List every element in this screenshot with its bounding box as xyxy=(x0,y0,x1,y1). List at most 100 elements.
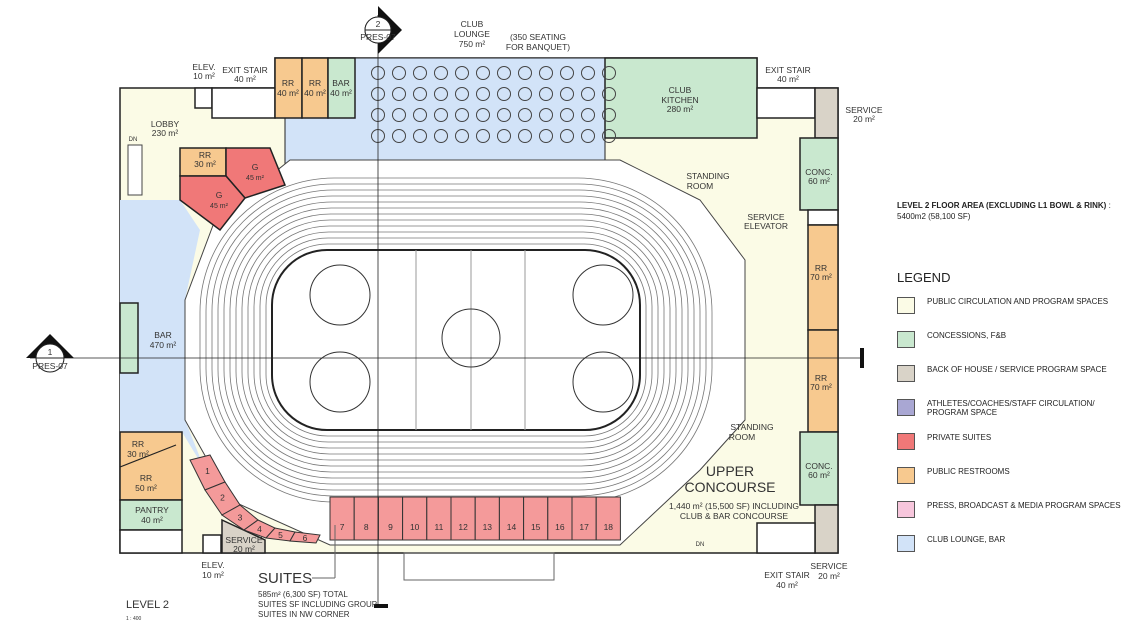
seat-row xyxy=(241,219,671,461)
room-label-upper-area: 1,440 m² (15,500 SF) INCLUDING xyxy=(669,501,799,511)
suite-17 xyxy=(571,496,597,541)
room-label-conc-ne: CONC. xyxy=(805,167,832,177)
room-label-banquet: (350 SEATING xyxy=(510,32,566,42)
room-label-rr50: RR xyxy=(140,473,152,483)
lounge-table xyxy=(413,66,427,80)
legend-item: BACK OF HOUSE / SERVICE PROGRAM SPACE xyxy=(897,365,1127,399)
room-label-elev-nw: ELEV. xyxy=(192,62,215,72)
suite-11 xyxy=(426,496,452,541)
room-label-club-kitchen-area: 280 m² xyxy=(667,104,694,114)
legend-swatch xyxy=(897,297,915,314)
room-label-elev-nw-area: 10 m² xyxy=(193,71,215,81)
suite-number: 7 xyxy=(340,522,345,532)
suite-number: 3 xyxy=(238,513,243,523)
room-label-elev-sw-area: 10 m² xyxy=(202,570,224,580)
service-se xyxy=(814,504,839,554)
lounge-table xyxy=(476,108,490,122)
suite-number: 9 xyxy=(388,522,393,532)
lounge-table xyxy=(560,66,574,80)
section-number: 2 xyxy=(376,19,381,29)
room-label-exit-stair-se-area: 40 m² xyxy=(776,580,798,590)
room-label-upper2: CONCOURSE xyxy=(684,479,775,495)
club-kitchen xyxy=(604,57,758,139)
suite-number: 11 xyxy=(434,522,443,532)
seating-rows xyxy=(199,177,713,503)
section-number: 1 xyxy=(48,347,53,357)
suite-number: 13 xyxy=(483,522,493,532)
room-label-pantry-area: 40 m² xyxy=(141,515,163,525)
room-label-service-elev: SERVICE xyxy=(747,212,784,222)
room-label-bar: BAR xyxy=(154,330,171,340)
lounge-table xyxy=(392,108,406,122)
room-label-rr30-area: 30 m² xyxy=(194,159,216,169)
legend-label: CONCESSIONS, F&B xyxy=(927,331,1007,340)
room-label-service-elev2: ELEVATOR xyxy=(744,221,788,231)
lounge-table xyxy=(434,108,448,122)
room-label-service-se: SERVICE xyxy=(810,561,847,571)
lounge-table xyxy=(581,108,595,122)
room-label-g1: G xyxy=(252,162,259,172)
service-sw xyxy=(221,518,266,554)
suite-number: 14 xyxy=(507,522,517,532)
seat-row xyxy=(253,231,659,449)
elevator-nw xyxy=(194,87,213,109)
room-label-exit-stair-nw: EXIT STAIR xyxy=(222,65,268,75)
legend-swatch xyxy=(897,399,915,416)
restroom-70-a xyxy=(807,224,839,331)
exit-stair-ne xyxy=(756,87,816,119)
lounge-table xyxy=(560,108,574,122)
room-label-rr70b: RR xyxy=(815,373,827,383)
room-label-bar-top-area: 40 m² xyxy=(330,88,352,98)
room-label-service-sw: SERVICE xyxy=(225,535,262,545)
legend-item: PUBLIC RESTROOMS xyxy=(897,467,1127,501)
lounge-table xyxy=(602,129,616,143)
seat-row xyxy=(265,243,647,437)
room-label-exit-stair-se: EXIT STAIR xyxy=(764,570,810,580)
legend-item: CONCESSIONS, F&B xyxy=(897,331,1127,365)
suite-number: 15 xyxy=(531,522,541,532)
room-label-conc-se-area: 60 m² xyxy=(808,470,830,480)
suite-12 xyxy=(450,496,476,541)
legend-item: CLUB LOUNGE, BAR xyxy=(897,535,1127,569)
lounge-table xyxy=(497,87,511,101)
lounge-table xyxy=(476,129,490,143)
section-sheet: PRES-07 xyxy=(360,32,396,42)
legend-swatch xyxy=(897,365,915,382)
legend-swatch xyxy=(897,535,915,552)
lounge-table xyxy=(539,66,553,80)
suites-note: SUITES SF INCLUDING GROUP xyxy=(258,600,377,609)
legend-label: PUBLIC CIRCULATION AND PROGRAM SPACES xyxy=(927,297,1109,306)
room-label-club-lounge2: LOUNGE xyxy=(454,29,490,39)
suite-6 xyxy=(289,531,321,544)
suite-number: 12 xyxy=(458,522,468,532)
room-label-rr2: RR xyxy=(309,78,321,88)
room-label-lobby: LOBBY xyxy=(151,119,180,129)
suite-number: 10 xyxy=(410,522,420,532)
lounge-table xyxy=(581,66,595,80)
room-label-club-kitchen2: KITCHEN xyxy=(661,95,698,105)
lounge-table xyxy=(581,129,595,143)
room-label-rr70b-area: 70 m² xyxy=(810,382,832,392)
legend: LEVEL 2 FLOOR AREA (EXCLUDING L1 BOWL & … xyxy=(897,200,1127,569)
pantry xyxy=(119,499,183,531)
room-label-rr30: RR xyxy=(199,150,211,160)
suite-10 xyxy=(402,496,428,541)
legend-label: PRESS, BROADCAST & MEDIA PROGRAM SPACES xyxy=(927,501,1121,510)
elevator-sw xyxy=(202,534,222,554)
legend-label: ATHLETES/COACHES/STAFF CIRCULATION/ PROG… xyxy=(927,399,1095,417)
legend-item: PRIVATE SUITES xyxy=(897,433,1127,467)
seat-row xyxy=(229,207,683,473)
room-label-lobby-area: 230 m² xyxy=(152,128,179,138)
room-label-g1-area: 45 m² xyxy=(246,175,265,182)
legend-label: PRIVATE SUITES xyxy=(927,433,992,442)
lounge-table xyxy=(539,129,553,143)
level-title: LEVEL 2 xyxy=(126,599,169,611)
lounge-table xyxy=(602,66,616,80)
lounge-table xyxy=(434,87,448,101)
suite-number: 16 xyxy=(555,522,565,532)
room-label-rr70a: RR xyxy=(815,263,827,273)
room-label-service-ne-area: 20 m² xyxy=(853,114,875,124)
